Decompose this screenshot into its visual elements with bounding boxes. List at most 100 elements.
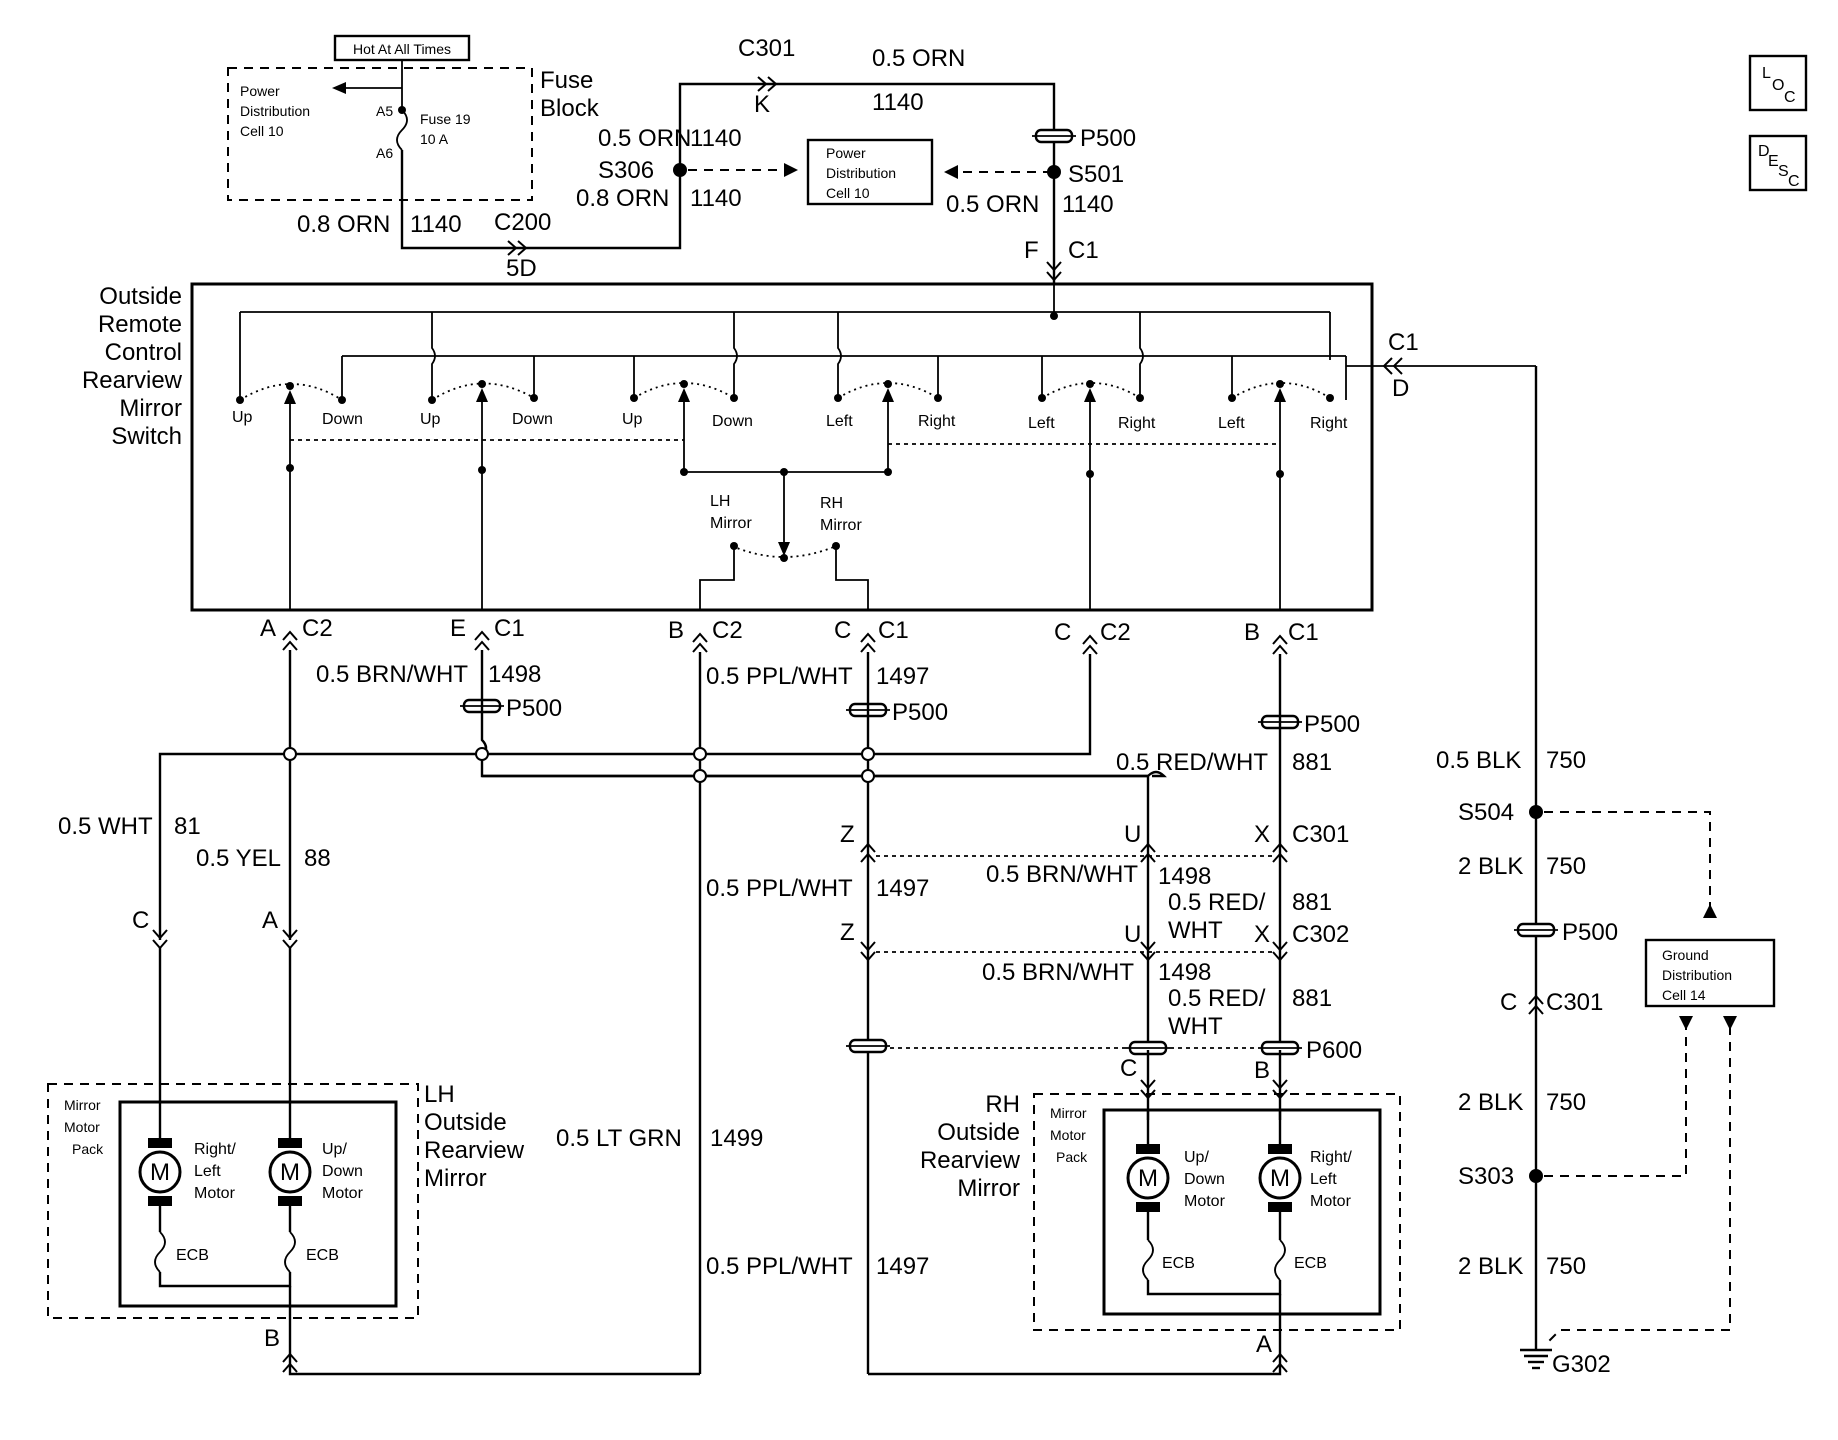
wire-label-brn-wht-b: 0.5 BRN/WHT xyxy=(986,861,1138,888)
p500-right-label: P500 xyxy=(1304,711,1360,738)
wire-label-2-blk-b: 2 BLK xyxy=(1458,1089,1523,1116)
circuit-1140-top: 1140 xyxy=(872,89,924,116)
wire-label-05-orn-top: 0.5 ORN xyxy=(872,45,965,72)
circuit-1498-a: 1498 xyxy=(488,661,541,688)
wire-label-red-wht-a: 0.5 RED/WHT xyxy=(1116,749,1268,776)
wire-label-08-orn: 0.8 ORN xyxy=(297,211,390,238)
switch-pos-down-1: Down xyxy=(322,411,363,428)
connector-c301-pin-k: K xyxy=(754,91,770,118)
lh-ecb1-icon xyxy=(154,1231,166,1273)
wire-label-red-wht-b2: WHT xyxy=(1168,917,1223,944)
wire-label-red-wht-c1: 0.5 RED/ xyxy=(1168,985,1266,1012)
rh-ecb1-label: ECB xyxy=(1162,1255,1195,1272)
c302-pin-z: Z xyxy=(840,919,855,946)
rh-pack-label-3: Pack xyxy=(1056,1149,1088,1165)
connector-c1-top-label: C1 xyxy=(1068,237,1099,264)
fuse-block-boundary xyxy=(227,67,533,201)
switch-title-3: Control xyxy=(105,339,182,366)
wire-label-2-blk-a: 2 BLK xyxy=(1458,853,1523,880)
arrow-to-pd-box-icon xyxy=(784,163,798,177)
switch-title-4: Rearview xyxy=(82,367,183,394)
lh-m1-label-3: Motor xyxy=(194,1185,236,1202)
rh-conn-b-pin: B xyxy=(1254,1057,1270,1084)
switch-title-2: Remote xyxy=(98,311,182,338)
fuse-block-title-1: Fuse xyxy=(540,67,593,94)
rh-m1-label-2: Down xyxy=(1184,1171,1225,1188)
loc-icon-letter-1: L xyxy=(1762,65,1771,82)
lh-conn-b-pin: B xyxy=(264,1325,280,1352)
p500-left-label: P500 xyxy=(506,695,562,722)
circuit-1140-b: 1140 xyxy=(690,125,742,152)
wire-label-wht: 0.5 WHT xyxy=(58,813,153,840)
lh-mirror-boundary xyxy=(47,1083,419,1319)
lh-ud-motor-icon xyxy=(268,1150,312,1194)
lh-mirror-title-2: Outside xyxy=(424,1109,507,1136)
ground-dist-label-1: Ground xyxy=(1662,947,1709,963)
conn-b-c1-pin: B xyxy=(1244,619,1260,646)
splice-s303-label: S303 xyxy=(1458,1163,1514,1190)
lh-motor1-top-brush-icon xyxy=(148,1138,172,1148)
switch-title-1: Outside xyxy=(99,283,182,310)
switch-wipers xyxy=(284,388,1286,610)
switch-pos-right-1: Right xyxy=(918,413,956,430)
hot-at-all-times-label: Hot At All Times xyxy=(353,41,451,57)
lh-motor2-bottom-brush-icon xyxy=(278,1196,302,1206)
power-distribution-box xyxy=(806,138,934,206)
arrow-s303-to-ground-dist-icon xyxy=(1679,1016,1693,1030)
switch-d-side-label: D xyxy=(1392,375,1409,402)
wiper-arrow-4-icon xyxy=(882,388,894,402)
lh-pack-label-3: Pack xyxy=(72,1141,104,1157)
conn-c-c1-label: C1 xyxy=(878,617,909,644)
lh-motor1-bottom-brush-icon xyxy=(148,1196,172,1206)
circuit-750-a: 750 xyxy=(1546,747,1586,774)
arrow-from-s501-icon xyxy=(944,165,958,179)
wiper-arrow-2-icon xyxy=(476,388,488,402)
switch-pos-up-1: Up xyxy=(232,409,253,426)
rh-m2-label-3: Motor xyxy=(1310,1193,1352,1210)
desc-icon-letter-3: S xyxy=(1778,163,1789,180)
wire-label-red-wht-c2: WHT xyxy=(1168,1013,1223,1040)
connector-f-label: F xyxy=(1024,237,1039,264)
switch-pos-up-2: Up xyxy=(420,411,441,428)
lh-m1-label-2: Left xyxy=(194,1163,221,1180)
mirror-switch: Outside Remote Control Rearview Mirror S… xyxy=(82,282,1536,612)
rh-m2-label-1: Right/ xyxy=(1310,1149,1352,1166)
wire-label-05-orn-b: 0.5 ORN xyxy=(946,191,1039,218)
loc-icon-letter-3: C xyxy=(1784,89,1796,106)
rh-m2-label-2: Left xyxy=(1310,1171,1337,1188)
rh-mirror-selector-1: RH xyxy=(820,495,843,512)
p500-ground-label: P500 xyxy=(1562,919,1618,946)
conn-b-c2-pin: B xyxy=(668,617,684,644)
fuse-rating-label: 10 A xyxy=(420,131,449,147)
rh-motor1-bottom-brush-icon xyxy=(1136,1202,1160,1212)
top-feed: 0.8 ORN 1140 C200 5D 0.5 ORN 1140 S306 0… xyxy=(297,35,1136,284)
lh-rl-motor-icon xyxy=(138,1150,182,1194)
lh-mirror-selector-1: LH xyxy=(710,493,730,510)
loc-icon[interactable] xyxy=(1748,54,1808,112)
loc-icon-letter-2: O xyxy=(1772,77,1784,94)
lh-ecb2-icon xyxy=(284,1231,296,1273)
pd-box-label-2: Distribution xyxy=(826,165,896,181)
rh-mirror: RH Outside Rearview Mirror Mirror Motor … xyxy=(920,1091,1401,1373)
fuse-pd-label-2: Distribution xyxy=(240,103,310,119)
switch-pos-up-3: Up xyxy=(622,411,643,428)
splice-s504-label: S504 xyxy=(1458,799,1514,826)
rh-ud-motor-icon xyxy=(1126,1156,1170,1200)
connector-c301-top: C301 xyxy=(738,35,795,62)
rh-m1-label-3: Motor xyxy=(1184,1193,1226,1210)
rh-rl-motor-symbol: M xyxy=(1270,1165,1290,1192)
rh-ecb2-icon xyxy=(1274,1239,1286,1281)
lh-ecb1-label: ECB xyxy=(176,1247,209,1264)
lh-pack-label-2: Motor xyxy=(64,1119,100,1135)
switch-pos-down-3: Down xyxy=(712,413,753,430)
rh-mirror-title-2: Outside xyxy=(937,1119,1020,1146)
fuse-symbol-icon xyxy=(396,109,408,151)
conn-b-c1-label: C1 xyxy=(1288,619,1319,646)
desc-icon[interactable] xyxy=(1748,134,1808,192)
lh-mirror-title-4: Mirror xyxy=(424,1165,487,1192)
circuit-88: 88 xyxy=(304,845,331,872)
circuit-1498-c: 1498 xyxy=(1158,959,1211,986)
rh-ecb1-icon xyxy=(1142,1239,1154,1281)
rh-motor2-bottom-brush-icon xyxy=(1268,1202,1292,1212)
c301-pin-u: U xyxy=(1124,821,1141,848)
